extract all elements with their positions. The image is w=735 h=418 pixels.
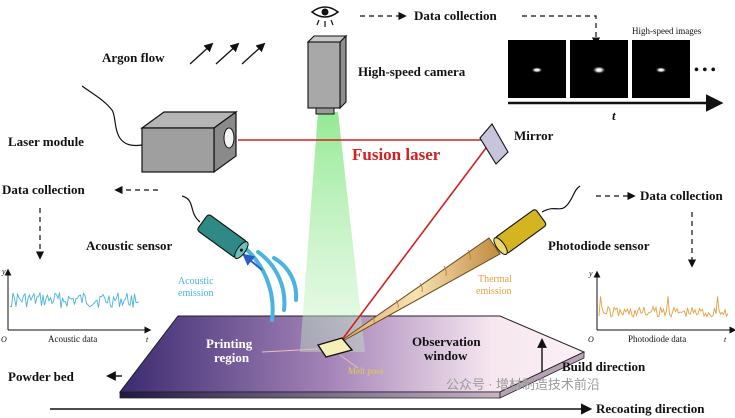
photodiode-axis-o-label: O [588, 335, 594, 344]
acoustic-signal-trace [9, 292, 140, 309]
camera-view-beam [300, 112, 365, 352]
melt-pool-label: Melt pool [348, 366, 384, 376]
laser-module-cable [81, 85, 143, 146]
recoating-direction-label: Recoating direction [596, 401, 705, 416]
acoustic-sensor [197, 214, 249, 260]
thermal-emission-arcs [371, 249, 471, 324]
data-collection-arrows [35, 11, 697, 268]
mirror-label: Mirror [514, 128, 554, 143]
powder-bed-label: Powder bed [8, 369, 75, 384]
acoustic-sensor-label: Acoustic sensor [86, 238, 173, 253]
build-direction-label: Build direction [562, 359, 646, 374]
photodiode-data-plot [593, 270, 735, 334]
thermal-emission-label-1: Thermal [478, 274, 512, 285]
photodiode-sensor-label: Photodiode sensor [548, 238, 650, 253]
powder-bed [118, 315, 586, 399]
acoustic-data-plot [4, 268, 152, 334]
high-speed-images-label: High-speed images [632, 26, 702, 36]
argon-flow-label: Argon flow [102, 50, 165, 65]
photodiode-data-label: Photodiode data [628, 334, 686, 344]
high-speed-image-strip [508, 40, 724, 112]
acoustic-emission-waves [238, 242, 299, 322]
high-speed-camera [306, 34, 348, 115]
watermark-label: 公众号 · 增材制造技术前沿 [446, 377, 600, 392]
data-collection-left-label: Data collection [2, 182, 85, 197]
fusion-laser-beam [238, 139, 493, 346]
acoustic-direction-arrow [242, 253, 263, 271]
observation-window-label-1: Observation [412, 334, 481, 349]
ellipsis-label: • • • [694, 63, 716, 78]
photodiode-axis-y-label: y [588, 269, 593, 278]
acoustic-axis-o-label: O [1, 335, 7, 344]
photodiode-axis-t-label: t [724, 335, 727, 344]
printing-region-pointer [261, 348, 319, 353]
printing-region-label-2: region [214, 350, 250, 365]
thermal-emission-label-2: emission [476, 286, 512, 297]
acoustic-emission-label-2: emission [178, 288, 214, 299]
photodiode-signal-trace [598, 296, 729, 319]
acoustic-data-label: Acoustic data [48, 334, 97, 344]
observation-window-label-2: window [424, 348, 468, 363]
data-collection-top-label: Data collection [414, 8, 497, 23]
photodiode-cable [541, 185, 581, 213]
acoustic-axis-y-label: y [1, 267, 6, 276]
printing-region-label-1: Printing [206, 336, 253, 351]
eye-icon [310, 6, 340, 27]
data-collection-right-label: Data collection [640, 188, 723, 203]
laser-module-label: Laser module [8, 134, 84, 149]
acoustic-axis-t-label: t [146, 335, 149, 344]
mirror [479, 123, 509, 165]
laser-module [140, 110, 238, 174]
time-axis-label: t [612, 108, 616, 123]
photodiode-sensor [493, 209, 547, 256]
acoustic-sensor-cable [181, 195, 201, 223]
acoustic-emission-label-1: Acoustic [178, 276, 214, 287]
melt-pool-pointer [339, 354, 359, 369]
high-speed-camera-label: High-speed camera [358, 64, 466, 79]
melt-pool [316, 337, 354, 358]
fusion-laser-label: Fusion laser [352, 145, 441, 164]
argon-flow-arrows [189, 42, 266, 65]
